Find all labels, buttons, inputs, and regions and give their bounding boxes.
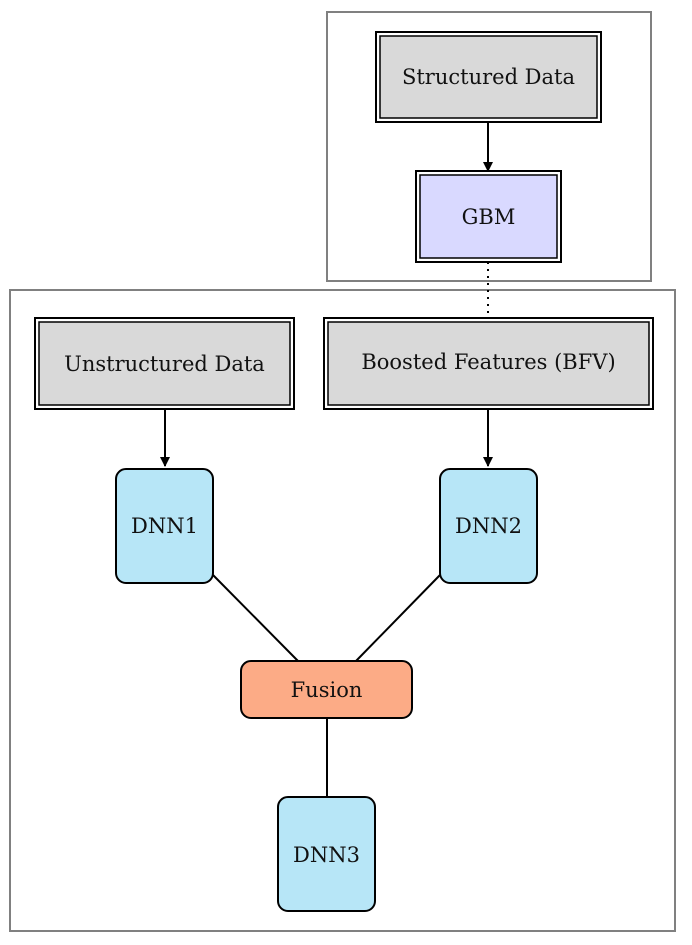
dnn2-node: DNN2	[439, 468, 538, 584]
dnn1-node: DNN1	[115, 468, 214, 584]
gbm-node: GBM	[415, 170, 562, 263]
gbm-label: GBM	[462, 205, 516, 229]
fusion-label: Fusion	[291, 678, 363, 702]
bottom-cluster	[9, 289, 676, 932]
unstructured-data-label: Unstructured Data	[64, 352, 265, 376]
structured-data-label: Structured Data	[402, 65, 575, 89]
dnn1-label: DNN1	[131, 514, 198, 538]
dnn3-node: DNN3	[277, 796, 376, 912]
unstructured-data-node: Unstructured Data	[34, 317, 295, 410]
boosted-features-label: Boosted Features (BFV)	[361, 350, 615, 374]
dnn2-label: DNN2	[455, 514, 522, 538]
edge-dnn1-to-fusion	[212, 574, 299, 662]
structured-data-node: Structured Data	[375, 31, 602, 123]
boosted-features-node: Boosted Features (BFV)	[323, 317, 654, 410]
dnn3-label: DNN3	[293, 843, 360, 867]
edge-dnn2-to-fusion	[355, 574, 441, 662]
fusion-node: Fusion	[240, 660, 413, 719]
top-cluster	[326, 11, 652, 282]
